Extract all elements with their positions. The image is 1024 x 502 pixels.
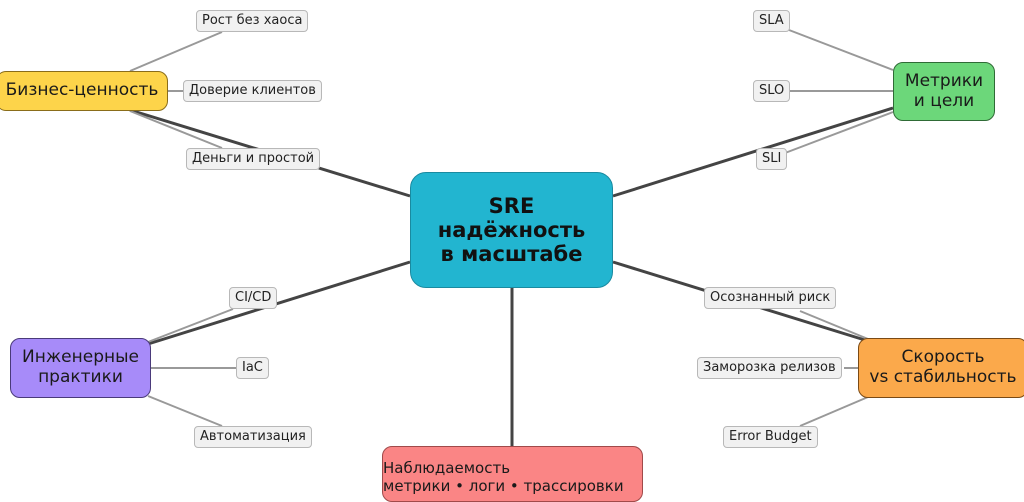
center-node-sre[interactable]: SRE надёжность в масштабе [410,172,613,288]
branch-metrics-goals[interactable]: Метрики и цели [893,62,995,121]
branch-metrics-line-2: и цели [913,90,975,111]
leaf-growth-without-chaos[interactable]: Рост без хаоса [196,10,309,32]
center-line-2: надёжность [437,217,586,242]
branch-observability[interactable]: Наблюдаемость метрики • логи • трассиров… [382,446,643,502]
leaf-sli[interactable]: SLI [756,148,788,170]
edge-center-metrics [612,106,894,198]
branch-engineering-line-1: Инженерные [22,347,139,368]
branch-speed-vs-stability[interactable]: Скорость vs стабильность [858,338,1024,398]
leaf-automation[interactable]: Автоматизация [194,426,312,448]
center-line-3: в масштабе [440,242,583,267]
leaf-conscious-risk[interactable]: Осознанный риск [704,287,837,309]
leaf-customer-trust[interactable]: Доверие клиентов [183,80,322,102]
branch-engineering-practices[interactable]: Инженерные практики [10,338,151,398]
center-line-1: SRE [488,193,535,218]
leaf-slo[interactable]: SLO [753,80,791,102]
branch-engineering-line-2: практики [38,367,123,387]
leaf-ci-cd[interactable]: CI/CD [229,287,278,309]
edge-center-engineering [147,260,411,346]
leaf-error-budget[interactable]: Error Budget [723,426,818,448]
branch-observability-line-2: метрики • логи • трассировки [383,476,624,495]
branch-business-value[interactable]: Бизнес-ценность [0,71,168,111]
branch-metrics-line-1: Метрики [904,70,984,91]
leaf-iac[interactable]: IaC [236,357,269,379]
branch-speed-line-2: vs стабильность [869,367,1017,387]
branch-speed-line-1: Скорость [901,347,985,368]
leaf-sla[interactable]: SLA [753,10,790,32]
branch-business-label: Бизнес-ценность [5,80,159,101]
branch-observability-line-1: Наблюдаемость [383,459,511,478]
leaf-release-freeze[interactable]: Заморозка релизов [697,357,842,379]
leaf-money-and-downtime[interactable]: Деньги и простой [186,148,321,170]
